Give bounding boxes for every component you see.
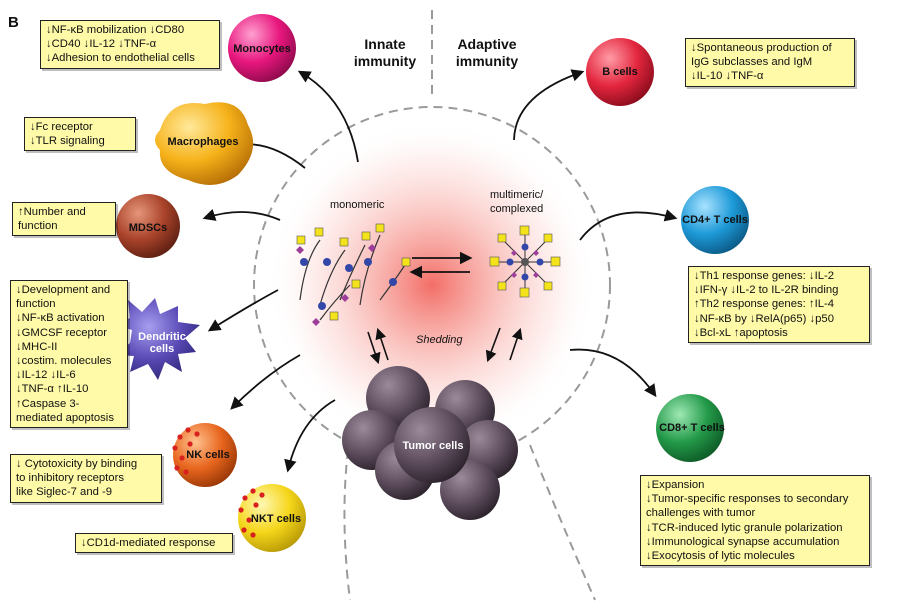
box-line: ↓Th1 response genes: ↓IL-2 [694, 270, 835, 282]
box-line: ↓costim. molecules [16, 355, 112, 368]
shedding-arrow-right-down [485, 327, 501, 363]
box-line: like Siglec-7 and -9 [16, 486, 113, 499]
box-line: ↓NF-κB activation [16, 312, 105, 325]
cd4-t-cells-label: CD4+ T cells [682, 214, 748, 226]
monocyte-cell [228, 14, 296, 82]
arrow-to-nk [230, 354, 301, 410]
arrow-to-cd4 [579, 209, 678, 241]
cd8-effects-box: ↓Expansion ↓Tumor-specific responses to … [640, 475, 870, 567]
box-line: ↓CD1d-mediated response [81, 537, 216, 549]
arrow-to-nkt [284, 399, 336, 473]
box-line: ↓NF-κB by ↓RelA(p65) ↓p50 [694, 312, 835, 325]
shedding-arrow-left-up [375, 327, 389, 361]
monomeric-sugars [296, 223, 411, 326]
box-line: ↓Bcl-xL ↑apoptosis [694, 326, 788, 339]
box-line: ↓Expansion [646, 479, 705, 491]
arrow-to-dendritic [207, 289, 279, 332]
adaptive-immunity-header: Adaptive immunity [455, 36, 519, 69]
lower-left-divider [343, 449, 351, 601]
tumor-cells-label: Tumor cells [402, 440, 464, 452]
multimeric-complex [489, 225, 561, 298]
box-line: challenges with tumor [646, 507, 756, 520]
box-line: ↓Spontaneous production of [691, 42, 832, 54]
b-cells-label: B cells [602, 66, 638, 78]
box-line: ↓IL-10 ↓TNF-α [691, 70, 764, 83]
box-line: ↓CD40 ↓IL-12 ↓TNF-α [46, 38, 157, 51]
tumor-cells-cluster [342, 366, 518, 520]
shedding-arrow-left-down [367, 331, 381, 365]
macrophage-cell [155, 102, 254, 185]
box-line: function [18, 220, 58, 233]
box-line: ↓Exocytosis of lytic molecules [646, 550, 795, 563]
b-cells-effects-box: ↓Spontaneous production of IgG subclasse… [685, 38, 855, 87]
monocytes-effects-box: ↓NF-κB mobilization ↓CD80 ↓CD40 ↓IL-12 ↓… [40, 20, 220, 69]
box-line: ↓MHC-II [16, 340, 58, 353]
glow-region [267, 120, 597, 450]
nkt-granules [238, 488, 265, 538]
nk-cells-label: NK cells [186, 449, 230, 461]
dendritic-effects-box: ↓Development and function ↓NF-κB activat… [10, 280, 128, 429]
nkt-cells-label: NKT cells [250, 513, 302, 525]
box-line: ↓Tumor-specific responses to secondary [646, 493, 849, 506]
box-line: ↓TCR-induced lytic granule polarization [646, 521, 843, 534]
macrophages-label: Macrophages [167, 136, 239, 148]
box-line: ↓Fc receptor [30, 121, 93, 133]
cd8-cell [656, 394, 724, 462]
box-line: ↓TLR signaling [30, 135, 105, 148]
nkt-effects-box: ↓CD1d-mediated response [75, 533, 233, 554]
box-line: ↑Number and [18, 206, 86, 218]
arrow-to-bcells [513, 69, 585, 141]
box-line: IgG subclasses and IgM [691, 56, 813, 69]
arrow-to-monocytes [297, 70, 359, 163]
nk-granules [172, 427, 200, 475]
box-line: ↓Adhesion to endothelial cells [46, 52, 195, 65]
innate-immunity-header: Innate immunity [353, 36, 417, 69]
multimeric-label: multimeric/ complexed [490, 189, 544, 215]
nk-cell [173, 423, 237, 487]
lower-right-divider [529, 444, 596, 601]
box-line: ↓IL-12 ↓IL-6 [16, 369, 76, 382]
arrow-to-cd8 [569, 348, 657, 398]
dashed-boundary-circle [253, 106, 611, 464]
box-line: ↓TNF-α ↑IL-10 [16, 383, 89, 396]
monomeric-label: monomeric [330, 199, 385, 211]
mdscs-label: MDSCs [128, 222, 168, 234]
box-line: ↓IFN-γ ↓IL-2 to IL-2R binding [694, 284, 839, 297]
macrophages-effects-box: ↓Fc receptor ↓TLR signaling [24, 117, 136, 152]
cd4-effects-box: ↓Th1 response genes: ↓IL-2 ↓IFN-γ ↓IL-2 … [688, 266, 870, 344]
box-line: ↓Development and [16, 284, 111, 296]
cd8-t-cells-label: CD8+ T cells [659, 422, 725, 434]
monocytes-label: Monocytes [233, 43, 291, 55]
box-line: ↓Immunological synapse accumulation [646, 535, 840, 548]
box-line: ↓ Cytotoxicity by binding [16, 458, 138, 470]
box-line: ↑Caspase 3- [16, 397, 80, 410]
shedding-label: Shedding [416, 334, 463, 346]
box-line: function [16, 298, 56, 311]
box-line: ↓NF-κB mobilization ↓CD80 [46, 24, 185, 36]
box-line: to inhibitory receptors [16, 472, 124, 485]
mdscs-effects-box: ↑Number and function [12, 202, 116, 237]
box-line: mediated apoptosis [16, 411, 114, 424]
box-line: ↓GMCSF receptor [16, 326, 108, 339]
nk-effects-box: ↓ Cytotoxicity by binding to inhibitory … [10, 454, 162, 503]
b-cell [586, 38, 654, 106]
shedding-arrow-right-up [509, 327, 523, 361]
dendritic-cells-label: Dendritic cells [138, 331, 186, 355]
box-line: ↑Th2 response genes: ↑IL-4 [694, 298, 835, 311]
dendritic-cell [115, 298, 200, 380]
arrow-to-mdscs [202, 208, 281, 221]
cd4-cell [681, 186, 749, 254]
mdsc-cell [116, 194, 180, 258]
panel-label: B [8, 14, 19, 31]
